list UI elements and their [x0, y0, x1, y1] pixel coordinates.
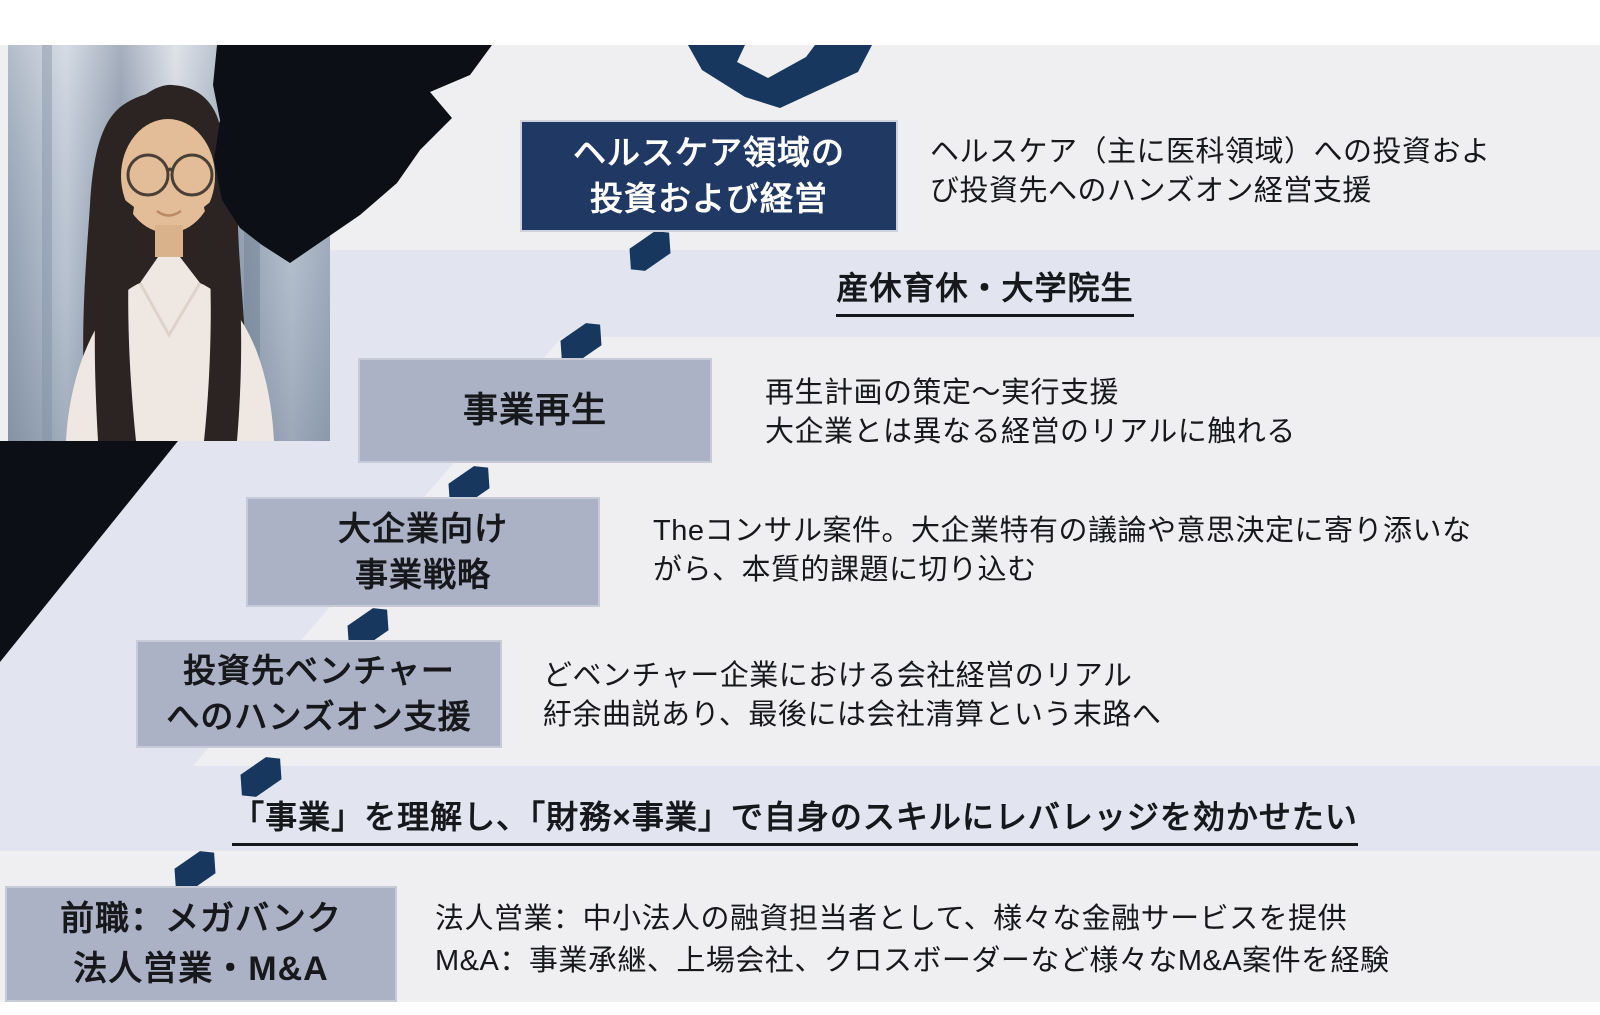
step-box-venture-line2: へのハンズオン支援 — [166, 698, 472, 735]
step-box-strategy: 大企業向け 事業戦略 — [246, 497, 600, 607]
step-box-venture-line1: 投資先ベンチャー — [183, 652, 455, 689]
step-box-bank-line2: 法人営業・M&A — [73, 950, 329, 988]
profile-photo-art — [8, 45, 330, 441]
milestone-banner-goal: 「事業」を理解し、「財務×事業」で自身のスキルにレバレッジを効かせたい — [95, 792, 1495, 846]
step-box-strategy-line2: 事業戦略 — [355, 556, 491, 593]
window-mullion-2 — [42, 45, 52, 441]
milestone-banner-goal-text: 「事業」を理解し、「財務×事業」で自身のスキルにレバレッジを効かせたい — [232, 792, 1358, 846]
hair-strand-left — [94, 187, 136, 441]
hair-fringe — [117, 84, 223, 165]
step-box-healthcare-line1: ヘルスケア領域の — [573, 134, 845, 171]
step-desc-venture-line1: どベンチャー企業における会社経営のリアル — [543, 660, 1133, 692]
step-desc-healthcare-line2: び投資先へのハンズオン経営支援 — [930, 175, 1372, 207]
step-box-saisei: 事業再生 — [358, 358, 712, 463]
step-desc-saisei-line2: 大企業とは異なる経営のリアルに触れる — [765, 416, 1296, 448]
step-desc-strategy: Theコンサル案件。大企業特有の議論や意思決定に寄り添いな がら、本質的課題に切… — [653, 512, 1573, 590]
step-box-strategy-line1: 大企業向け — [338, 510, 508, 547]
step-desc-saisei: 再生計画の策定～実行支援 大企業とは異なる経営のリアルに触れる — [765, 374, 1505, 452]
step-desc-saisei-line1: 再生計画の策定～実行支援 — [765, 377, 1120, 409]
step-desc-bank-line1: 法人営業：中小法人の融資担当者として、様々な金融サービスを提供 — [435, 903, 1348, 935]
step-desc-strategy-line2: がら、本質的課題に切り込む — [653, 554, 1037, 586]
arrow-head-top — [688, 45, 872, 108]
step-desc-bank: 法人営業：中小法人の融資担当者として、様々な金融サービスを提供 M&A：事業承継… — [435, 898, 1575, 982]
step-desc-bank-line2: M&A：事業承継、上場会社、クロスボーダーなど様々なM&A案件を経験 — [435, 945, 1390, 977]
lapel-lines — [138, 282, 202, 339]
step-box-bank: 前職：メガバンク 法人営業・M&A — [5, 886, 397, 1002]
step-desc-strategy-line1: Theコンサル案件。大企業特有の議論や意思決定に寄り添いな — [653, 515, 1472, 547]
step-desc-healthcare: ヘルスケア（主に医科領域）への投資およ び投資先へのハンズオン経営支援 — [930, 133, 1580, 211]
step-box-healthcare: ヘルスケア領域の 投資および経営 — [520, 120, 898, 232]
milestone-banner-maternity: 産休育休・大学院生 — [370, 263, 1600, 317]
step-desc-venture: どベンチャー企業における会社経営のリアル 紆余曲説あり、最後には会社清算という末… — [543, 657, 1303, 735]
smile — [156, 209, 182, 217]
step-desc-healthcare-line1: ヘルスケア（主に医科領域）への投資およ — [930, 136, 1491, 168]
milestone-banner-maternity-text: 産休育休・大学院生 — [836, 263, 1134, 317]
step-box-saisei-line1: 事業再生 — [462, 390, 607, 430]
step-box-venture: 投資先ベンチャー へのハンズオン支援 — [136, 640, 502, 748]
profile-photo — [8, 45, 330, 441]
step-box-bank-line1: 前職：メガバンク — [60, 900, 342, 938]
glasses-icon — [126, 153, 214, 197]
step-desc-venture-line2: 紆余曲説あり、最後には会社清算という末路へ — [543, 699, 1162, 731]
black-corner-wedge — [0, 441, 178, 662]
step-box-healthcare-line2: 投資および経営 — [590, 180, 828, 217]
